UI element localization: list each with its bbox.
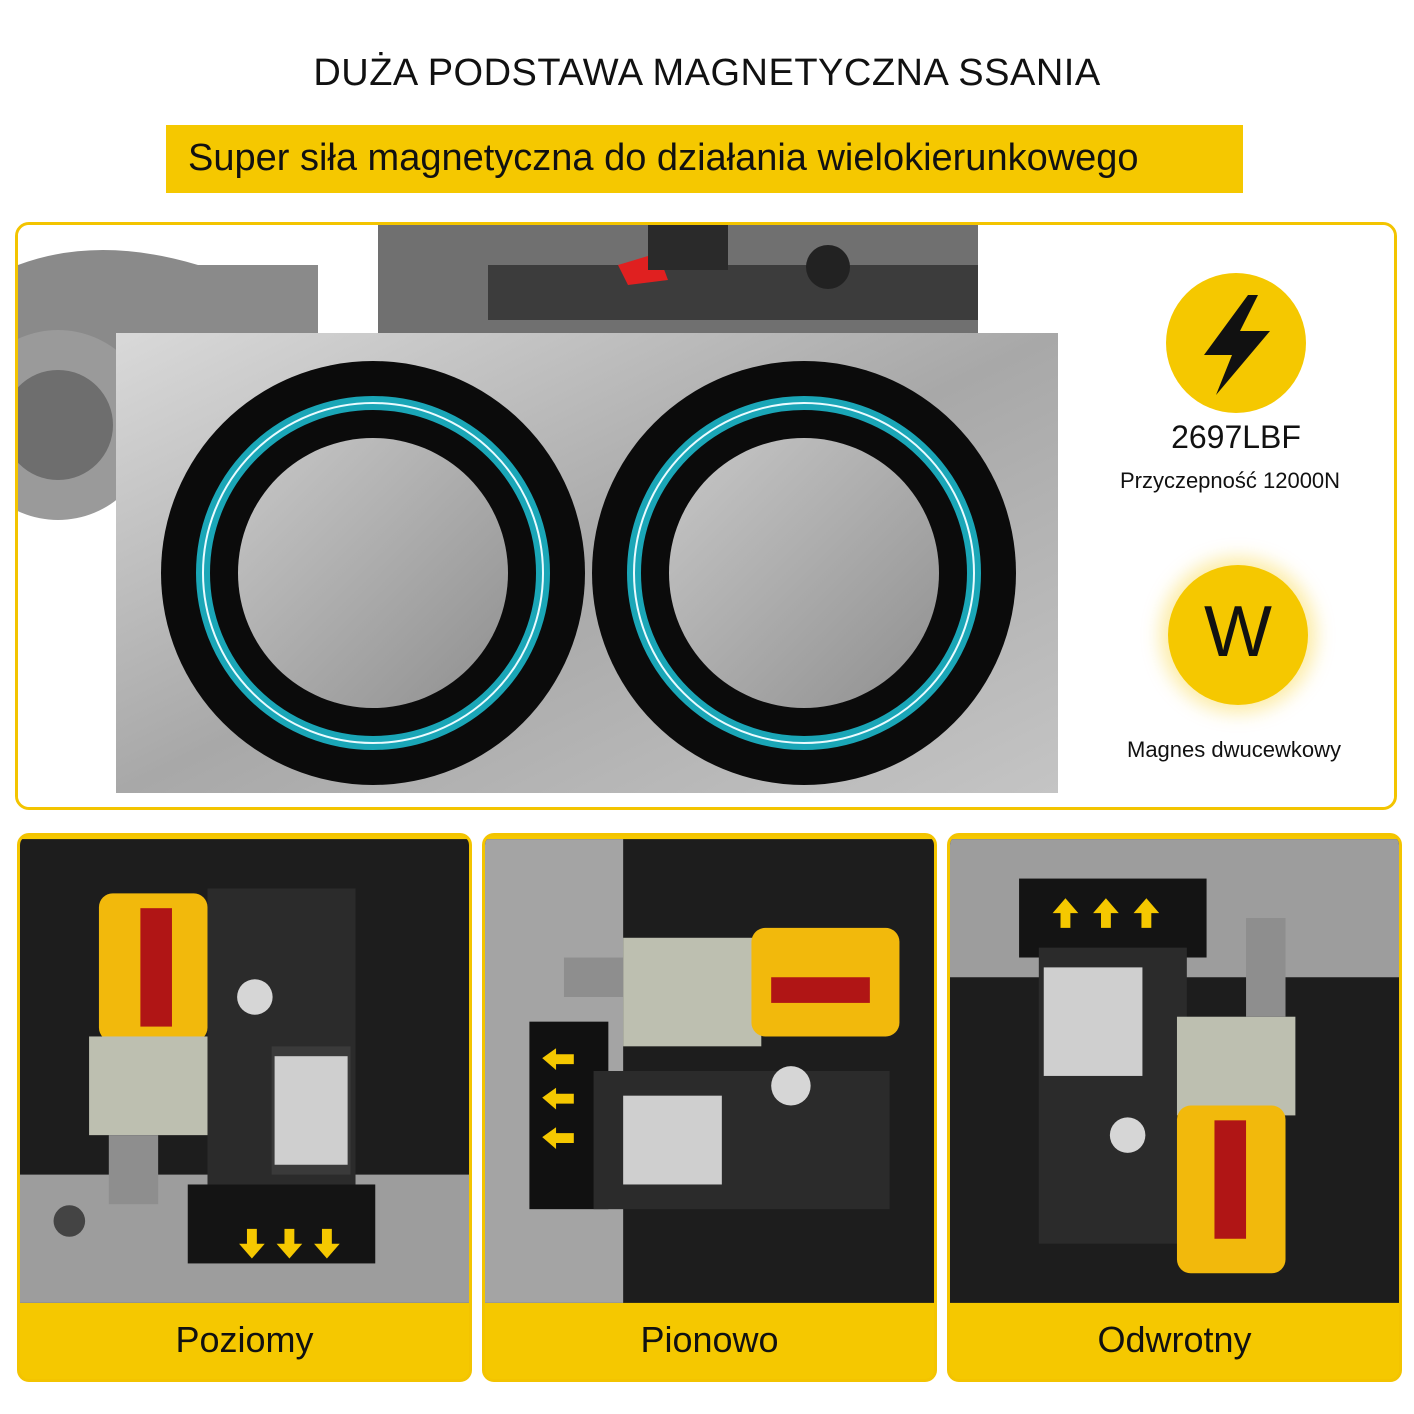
mode-panel-inverted: Odwrotny: [947, 833, 1402, 1382]
page-title: DUŻA PODSTAWA MAGNETYCZNA SSANIA: [313, 52, 1101, 94]
mode-label-vertical: Pionowo: [640, 1319, 779, 1360]
coil-badge: W: [1168, 565, 1308, 705]
coil-description: Magnes dwucewkowy: [1127, 737, 1341, 762]
mode-panel-vertical: Pionowo: [482, 833, 937, 1382]
mode-panel-horizontal: Poziomy: [17, 833, 472, 1382]
letter-w-icon: W: [1204, 592, 1272, 672]
horizontal-drill-illustration: [20, 839, 469, 1303]
inverted-drill-illustration: [950, 839, 1399, 1303]
subtitle-text: Super siła magnetyczna do działania wiel…: [188, 137, 1139, 179]
force-value: 2697LBF: [1171, 419, 1301, 455]
mode-label-horizontal: Poziomy: [175, 1319, 314, 1360]
force-badge: [1166, 273, 1306, 413]
mode-label-inverted: Odwrotny: [1097, 1319, 1252, 1360]
lightning-bolt-icon: [1204, 295, 1270, 395]
vertical-drill-illustration: [485, 839, 934, 1303]
magnetic-base-panel: 2697LBF Przyczepność 12000N W Magnes dwu…: [15, 222, 1397, 810]
force-description: Przyczepność 12000N: [1119, 468, 1341, 493]
magnetic-base-illustration: [18, 225, 1394, 807]
subtitle-banner: Super siła magnetyczna do działania wiel…: [166, 125, 1243, 193]
